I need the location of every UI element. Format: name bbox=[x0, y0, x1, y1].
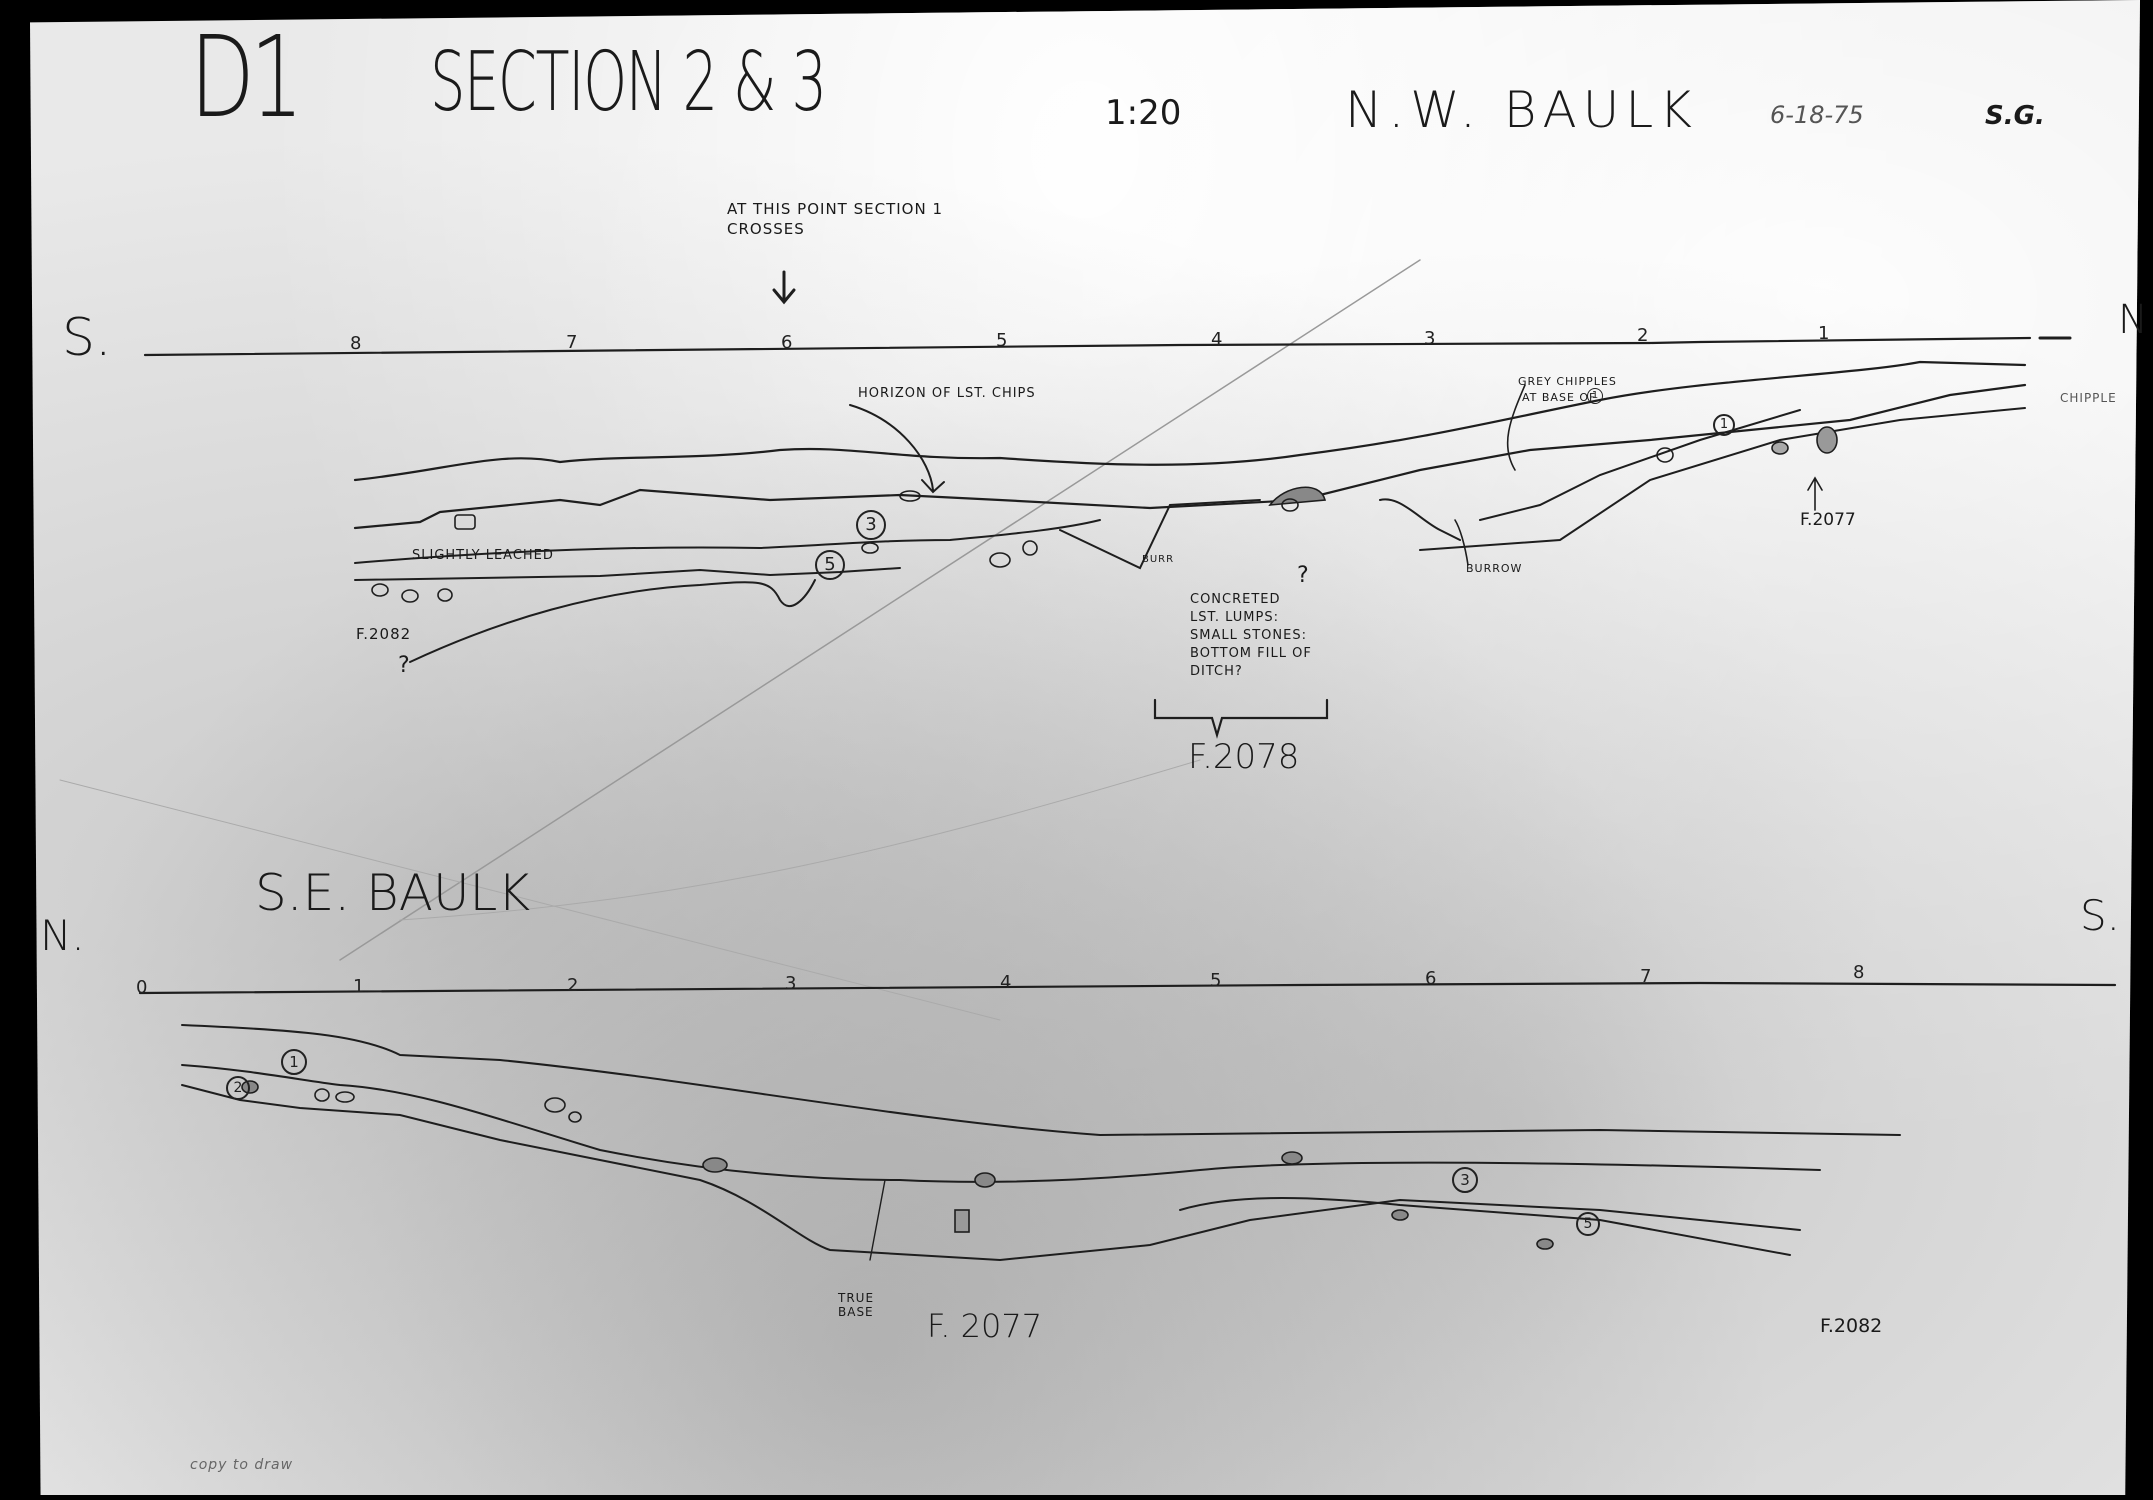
scale-label: 1:20 bbox=[1105, 93, 1182, 133]
layer-5-bottom: 5 bbox=[1576, 1212, 1600, 1236]
grey-chipples-layer-ref: 1 bbox=[1587, 388, 1603, 404]
section-title: SECTION 2 & 3 bbox=[430, 35, 827, 130]
bottom-tick-6: 6 bbox=[1425, 968, 1437, 989]
top-tick-8: 8 bbox=[350, 333, 362, 354]
question-mark-ditch: ? bbox=[1297, 563, 1309, 588]
bottom-tick-3: 3 bbox=[785, 973, 797, 994]
bottom-tick-5: 5 bbox=[1210, 970, 1222, 991]
true-base-line1: TRUE bbox=[838, 1291, 875, 1305]
trench-label: D1 bbox=[190, 13, 304, 143]
chipple-edge-label: CHIPPLE bbox=[2060, 391, 2117, 405]
top-tick-1: 1 bbox=[1818, 323, 1830, 344]
bottom-tick-7: 7 bbox=[1640, 966, 1652, 987]
concreted-line2: LST. LUMPS: bbox=[1190, 610, 1279, 625]
feature-f2082-bottom: F.2082 bbox=[1820, 1315, 1883, 1337]
compass-north-bottom: N. bbox=[40, 911, 85, 960]
initials-label: S.G. bbox=[1985, 101, 2045, 131]
bottom-tick-0: 0 bbox=[136, 977, 148, 998]
top-tick-4: 4 bbox=[1211, 329, 1223, 350]
bottom-tick-2: 2 bbox=[567, 975, 579, 996]
top-tick-5: 5 bbox=[996, 330, 1008, 351]
burrow-label: BURROW bbox=[1466, 562, 1523, 575]
compass-south-top: S. bbox=[62, 308, 112, 368]
bottom-tick-1: 1 bbox=[353, 976, 365, 997]
horizon-label: HORIZON OF LST. CHIPS bbox=[858, 386, 1036, 401]
question-mark-f2082: ? bbox=[398, 653, 410, 678]
top-tick-3: 3 bbox=[1424, 328, 1436, 349]
se-baulk-title: S.E. BAULK bbox=[255, 864, 531, 922]
concreted-line4: BOTTOM FILL OF bbox=[1190, 646, 1312, 661]
crossing-note-line1: AT THIS POINT SECTION 1 bbox=[727, 200, 944, 218]
feature-f2077-bottom: F. 2077 bbox=[927, 1307, 1043, 1345]
compass-north-top: N bbox=[2118, 297, 2148, 343]
grey-chipples-line2: AT BASE OF bbox=[1522, 391, 1597, 404]
feature-f2078: F.2078 bbox=[1188, 737, 1300, 777]
compass-south-bottom: S. bbox=[2080, 891, 2121, 940]
date-label: 6-18-75 bbox=[1770, 101, 1864, 129]
layer-1-bottom: 1 bbox=[281, 1049, 307, 1075]
true-base-line2: BASE bbox=[838, 1305, 874, 1319]
slightly-leached-label: SLIGHTLY LEACHED bbox=[412, 548, 554, 563]
top-tick-7: 7 bbox=[566, 332, 578, 353]
layer-5-top: 5 bbox=[815, 550, 845, 580]
top-tick-6: 6 bbox=[781, 332, 793, 353]
layer-2-bottom: 2 bbox=[226, 1076, 250, 1100]
feature-f2077-top: F.2077 bbox=[1800, 510, 1856, 530]
grey-chipples-line1: GREY CHIPPLES bbox=[1518, 375, 1617, 388]
top-tick-2: 2 bbox=[1637, 325, 1649, 346]
bottom-tick-8: 8 bbox=[1853, 962, 1865, 983]
drawing-sheet bbox=[30, 0, 2140, 1495]
baulk-title: N.W. BAULK bbox=[1345, 81, 1698, 139]
layer-3-bottom: 3 bbox=[1452, 1167, 1478, 1193]
faint-footer-note: copy to draw bbox=[190, 1457, 294, 1473]
concreted-line3: SMALL STONES: bbox=[1190, 628, 1307, 643]
crossing-note-line2: CROSSES bbox=[727, 220, 805, 238]
concreted-line5: DITCH? bbox=[1190, 664, 1243, 679]
layer-1-top: 1 bbox=[1713, 414, 1735, 436]
feature-f2082-top: F.2082 bbox=[356, 625, 412, 643]
layer-3-top: 3 bbox=[856, 510, 886, 540]
burrow-left-label: BURR bbox=[1142, 554, 1175, 565]
bottom-tick-4: 4 bbox=[1000, 972, 1012, 993]
concreted-line1: CONCRETED bbox=[1190, 592, 1281, 607]
